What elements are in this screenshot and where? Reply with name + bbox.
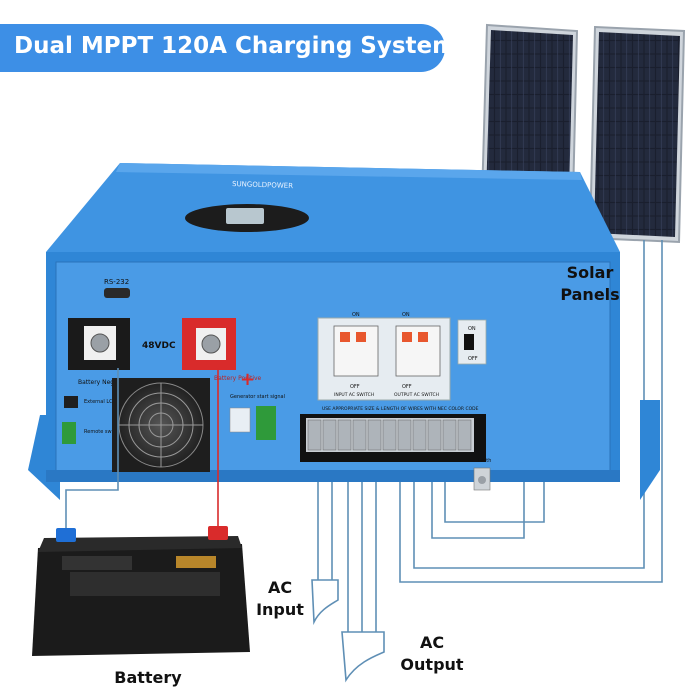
earth-label: Earth (478, 458, 491, 464)
external-lcd-label: External LCD (84, 399, 117, 405)
voltage-label: 48VDC (142, 341, 176, 351)
power-switch-off-label: OFF (468, 356, 478, 362)
breaker-input-off-label: OFF (350, 384, 360, 390)
solar-panel-right (588, 25, 686, 244)
ac-wires (311, 455, 385, 683)
breaker-output-off-label: OFF (402, 384, 412, 390)
solar-panels-label: Solar Panels (545, 262, 635, 306)
ac-input-line1: AC (267, 578, 293, 597)
input-ac-switch-label: INPUT AC SWITCH (334, 392, 374, 398)
battery-negative-label: Battery Negative (78, 379, 129, 386)
solar-label-line1: Solar (566, 263, 614, 282)
ac-input-line2: Input (256, 600, 304, 619)
inverter: SUNGOLDPOWER RS-232 Battery Negative 48V… (28, 163, 660, 500)
battery (32, 526, 250, 656)
solar-label-line2: Panels (560, 285, 620, 304)
generator-signal-label: Generator start signal (230, 394, 285, 400)
output-ac-switch-label: OUTPUT AC SWITCH (394, 392, 439, 398)
battery-cables (65, 368, 219, 534)
plus-sign: + (240, 369, 255, 390)
ac-output-line2: Output (400, 655, 464, 674)
remote-switch-label: Remote switch (84, 429, 121, 435)
wire-note: USE APPROPRIATE SIZE & LENGTH OF WIRES W… (322, 406, 479, 412)
title-banner (0, 24, 445, 72)
breaker-output-on-label: ON (402, 312, 410, 318)
ac-output-label: AC Output (392, 632, 472, 676)
ac-input-label: AC Input (245, 577, 315, 621)
breaker-input-on-label: ON (352, 312, 360, 318)
battery-label: Battery (114, 668, 182, 687)
rs232-label: RS-232 (104, 278, 129, 286)
terminal-screws (307, 419, 472, 451)
ac-output-line1: AC (419, 633, 445, 652)
brand-label: SUNGOLDPOWER (232, 180, 293, 190)
battery-positive-label: Battery Positive (214, 375, 262, 382)
title: Dual MPPT 120A Charging System (14, 33, 457, 59)
power-switch-on-label: ON (468, 326, 476, 332)
